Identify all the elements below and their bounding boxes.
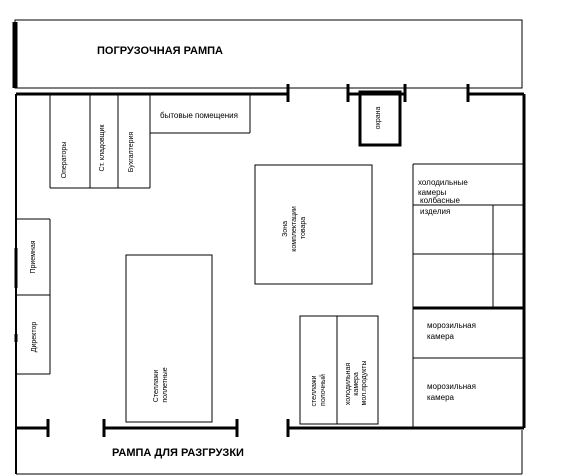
freezer-1-label: морозильная камера (427, 321, 478, 341)
security-label: охрана (375, 106, 382, 129)
freezer-2-label: морозильная камера (427, 382, 478, 402)
reception-label: Приемная (30, 240, 37, 273)
operators-label: Операторы (61, 142, 68, 179)
cold-chambers-label: холодильные камеры (418, 178, 470, 197)
loading-ramp-area (14, 19, 523, 89)
pallet-racks (125, 254, 213, 423)
order-picking-zone (254, 164, 373, 285)
pallet-racks-label: Стеллажи поллетные (153, 367, 169, 402)
household-label: бытовые помещения (160, 111, 238, 120)
director-label: Директор (31, 322, 38, 353)
unloading-ramp-label: РАМПА ДЛЯ РАЗГРУЗКИ (112, 447, 244, 459)
accounting-label: Бухгалтерия (128, 132, 135, 173)
shelf-racks-label: стеллажи полочный (311, 374, 327, 407)
senior-storekeeper-label: Ст. кладовщик (99, 124, 106, 172)
loading-ramp-label: ПОГРУЗОЧНАЯ РАМПА (97, 45, 223, 57)
sausage-products-label: колбасные изделия (420, 196, 462, 216)
order-picking-zone-label: Зона комплектации товара (282, 204, 307, 252)
shelf-dairy-block (299, 315, 379, 425)
security-booth (358, 90, 402, 147)
dairy-cold-chamber-label: холодильная камера мол.продукты (345, 361, 368, 406)
